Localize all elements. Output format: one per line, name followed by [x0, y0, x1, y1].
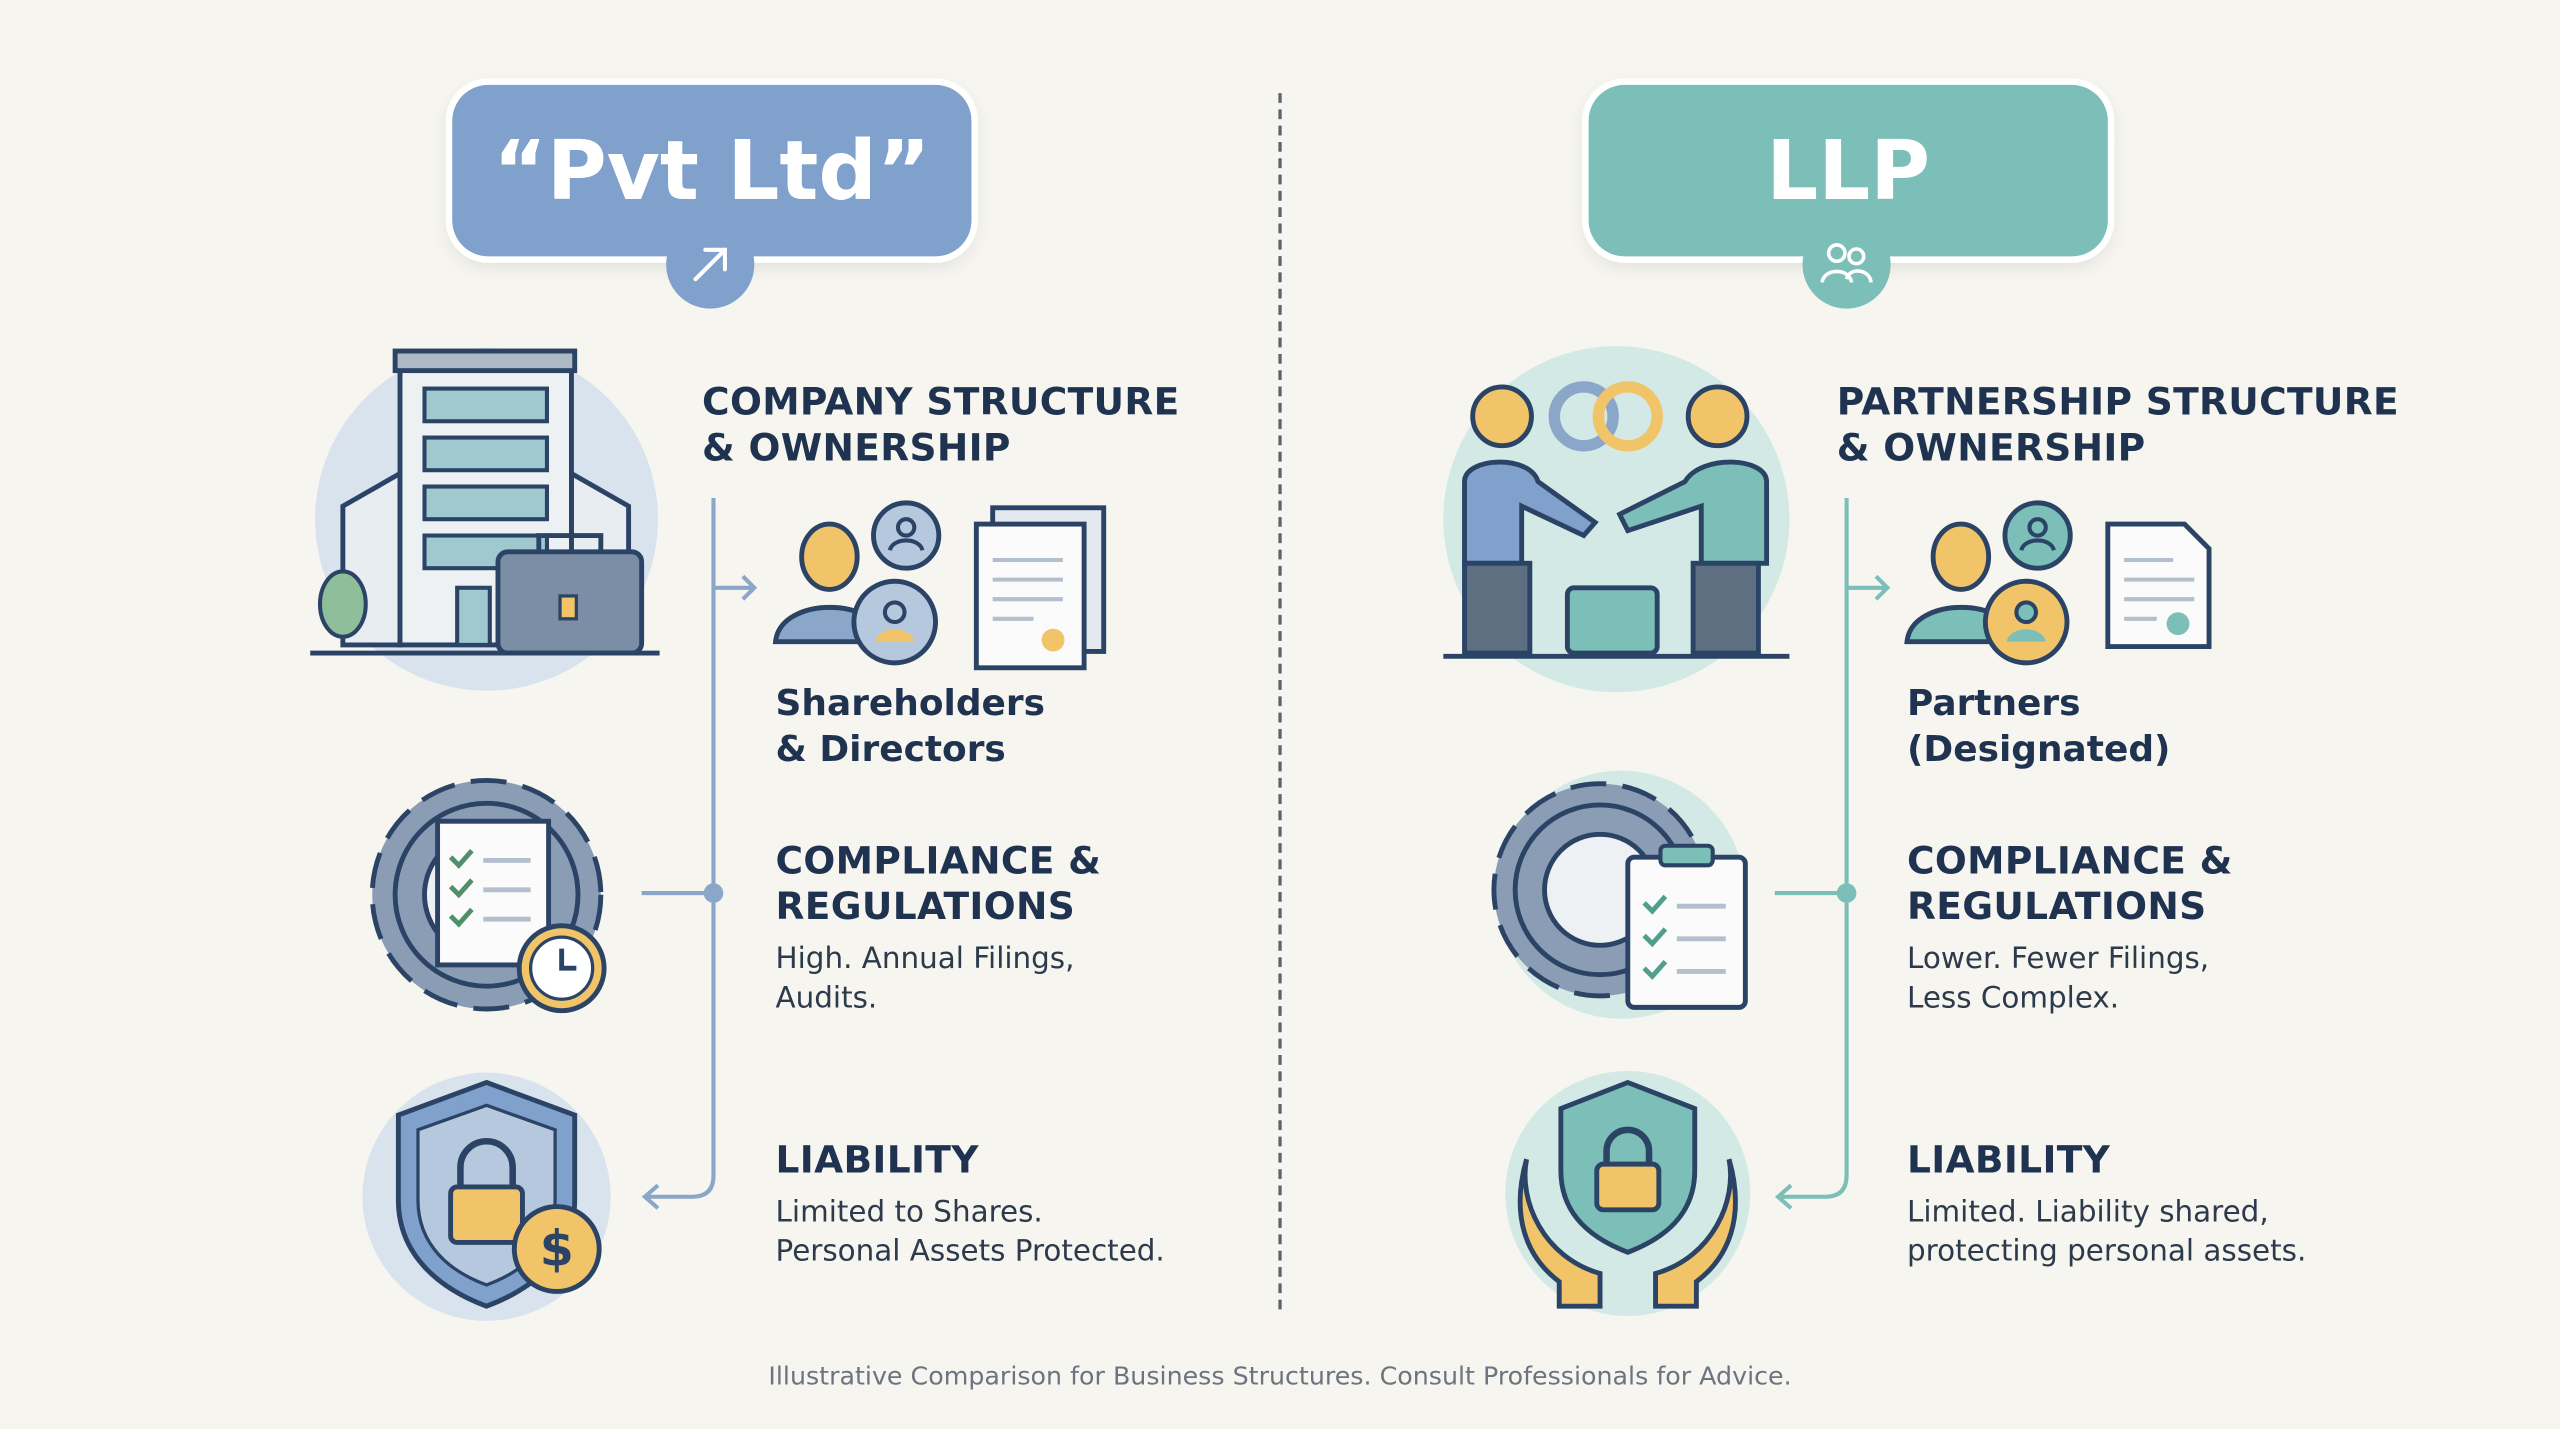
- heading-line: REGULATIONS: [1906, 886, 2207, 930]
- gear-clipboard-icon: [1491, 770, 1748, 1019]
- heading-line: COMPANY STRUCTURE: [702, 382, 1180, 425]
- footer-disclaimer: Illustrative Comparison for Business Str…: [768, 1361, 1792, 1392]
- label-line: Partners: [1906, 684, 2081, 725]
- heading-line: COMPLIANCE &: [1906, 840, 2233, 884]
- hands-shield-lock-icon: [1505, 1071, 1751, 1316]
- people-icon: [1802, 220, 1891, 309]
- shareholders-documents-icon: [772, 500, 1107, 671]
- heading-line: PARTNERSHIP STRUCTURE: [1836, 382, 2399, 425]
- llp-compliance-heading: COMPLIANCE &REGULATIONS: [1907, 839, 2233, 930]
- pvt-ltd-title: “Pvt Ltd”: [493, 123, 931, 218]
- text-line: protecting personal assets.: [1906, 1234, 2307, 1269]
- heading-line: & OWNERSHIP: [702, 427, 1011, 471]
- llp-title: LLP: [1766, 123, 1931, 218]
- pvt-compliance-text: High. Annual Filings, Audits.: [776, 940, 1075, 1018]
- llp-compliance-text: Lower. Fewer Filings, Less Complex.: [1907, 940, 2209, 1018]
- text-line: Less Complex.: [1906, 981, 2120, 1016]
- llp-liability-heading: LIABILITY: [1906, 1139, 2111, 1183]
- text-line: Audits.: [775, 981, 878, 1016]
- heading-line: & OWNERSHIP: [1836, 427, 2146, 471]
- pvt-liability-heading: LIABILITY: [775, 1139, 979, 1183]
- text-line: Limited to Shares.: [775, 1195, 1043, 1230]
- label-line: & Directors: [775, 729, 1006, 771]
- heading-line: COMPLIANCE &: [775, 840, 1102, 884]
- partners-document-icon: [1904, 500, 2212, 666]
- llp-structure-heading: PARTNERSHIP STRUCTURE& OWNERSHIP: [1837, 380, 2399, 471]
- text-line: High. Annual Filings,: [775, 942, 1075, 977]
- gear-checklist-clock-icon: [369, 777, 607, 1014]
- text-line: Personal Assets Protected.: [775, 1234, 1165, 1269]
- handshake-icon: [1443, 346, 1790, 693]
- heading-line: REGULATIONS: [775, 886, 1076, 930]
- shield-lock-dollar-icon: $: [362, 1072, 611, 1321]
- label-line: Shareholders: [775, 684, 1046, 725]
- llp-connector: [1774, 497, 1891, 1210]
- llp-structure-label: Partners(Designated): [1907, 682, 2170, 773]
- pvt-liability-text: Limited to Shares. Personal Assets Protec…: [776, 1194, 1165, 1272]
- pvt-connector: [641, 497, 758, 1210]
- pvt-structure-label: Shareholders& Directors: [776, 682, 1045, 773]
- llp-liability-text: Limited. Liability shared, protecting per…: [1907, 1194, 2306, 1272]
- label-line: (Designated): [1906, 729, 2171, 771]
- pvt-structure-heading: COMPANY STRUCTURE& OWNERSHIP: [702, 380, 1180, 471]
- building-briefcase-icon: [310, 347, 660, 691]
- text-line: Lower. Fewer Filings,: [1906, 942, 2210, 977]
- pvt-compliance-heading: COMPLIANCE &REGULATIONS: [776, 839, 1102, 930]
- arrow-up-right-icon: [666, 220, 755, 309]
- text-line: Limited. Liability shared,: [1906, 1195, 2269, 1230]
- center-divider: [1278, 93, 1282, 1310]
- svg-text:$: $: [540, 1220, 574, 1277]
